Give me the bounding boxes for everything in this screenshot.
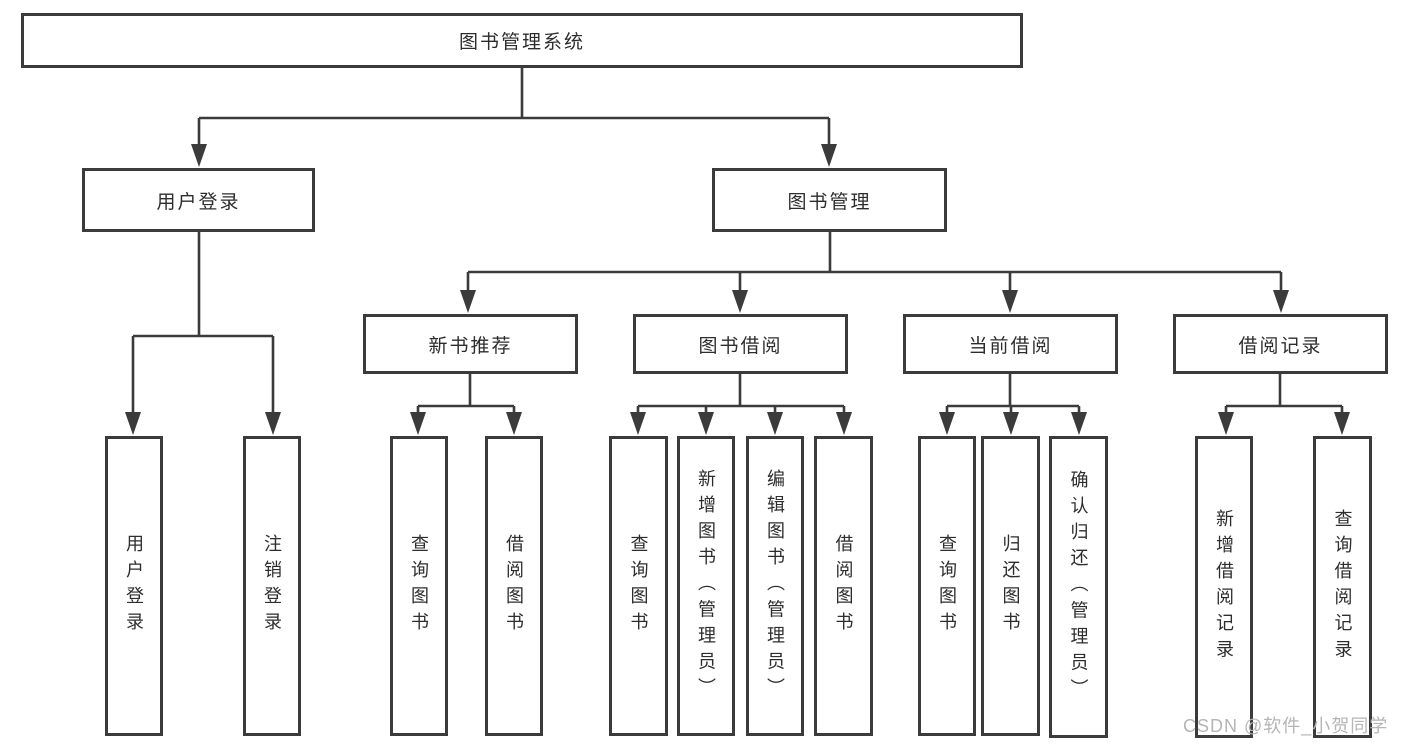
node-book-management: 图书管理	[712, 168, 947, 232]
node-user-login-label: 用户登录	[156, 191, 241, 213]
leaf-borrow-books: 借阅图书	[814, 436, 873, 736]
leaf-query-books-current-label: 查询图书	[937, 533, 957, 639]
node-user-login: 用户登录	[82, 168, 315, 232]
node-new-book-recommend: 新书推荐	[363, 314, 578, 374]
leaf-borrow-books-recommend: 借阅图书	[485, 436, 543, 736]
leaf-borrow-books-label: 借阅图书	[833, 533, 854, 639]
leaf-query-books-borrow: 查询图书	[609, 436, 668, 736]
node-borrow-records-label: 借阅记录	[1238, 335, 1323, 357]
leaf-query-books-recommend-label: 查询图书	[409, 533, 429, 639]
node-current-borrow: 当前借阅	[903, 314, 1118, 374]
node-current-borrow-label: 当前借阅	[968, 335, 1053, 357]
leaf-borrow-books-recommend-label: 借阅图书	[504, 533, 524, 639]
node-book-management-label: 图书管理	[787, 191, 872, 213]
leaf-query-books-borrow-label: 查询图书	[628, 533, 649, 639]
node-library-system: 图书管理系统	[21, 13, 1023, 68]
leaf-logout-label: 注销登录	[262, 533, 282, 639]
csdn-watermark: CSDN @软件_小贺同学	[1183, 716, 1389, 736]
leaf-logout: 注销登录	[243, 436, 301, 736]
leaf-edit-book-admin: 编辑图书（管理员）	[746, 436, 804, 736]
leaf-return-book-label: 归还图书	[1000, 533, 1021, 639]
leaf-confirm-return-admin-label: 确认归还（管理员）	[1068, 469, 1089, 705]
node-borrow-records: 借阅记录	[1173, 314, 1388, 374]
leaf-edit-book-admin-label: 编辑图书（管理员）	[765, 468, 785, 704]
leaf-query-borrow-record-label: 查询借阅记录	[1332, 508, 1353, 666]
leaf-add-borrow-record: 新增借阅记录	[1195, 436, 1253, 738]
leaf-query-borrow-record: 查询借阅记录	[1313, 436, 1372, 738]
leaf-query-books-current: 查询图书	[918, 436, 976, 736]
leaf-query-books-recommend: 查询图书	[390, 436, 448, 736]
node-library-system-label: 图书管理系统	[458, 32, 585, 53]
leaf-return-book: 归还图书	[981, 436, 1040, 736]
node-book-borrow: 图书借阅	[633, 314, 848, 374]
leaf-add-borrow-record-label: 新增借阅记录	[1214, 508, 1234, 666]
node-new-book-recommend-label: 新书推荐	[428, 335, 513, 357]
leaf-confirm-return-admin: 确认归还（管理员）	[1049, 436, 1108, 738]
leaf-add-book-admin: 新增图书（管理员）	[677, 436, 735, 736]
node-book-borrow-label: 图书借阅	[698, 335, 783, 357]
leaf-add-book-admin-label: 新增图书（管理员）	[696, 468, 716, 704]
leaf-user-login: 用户登录	[105, 436, 163, 736]
leaf-user-login-label: 用户登录	[124, 533, 144, 639]
